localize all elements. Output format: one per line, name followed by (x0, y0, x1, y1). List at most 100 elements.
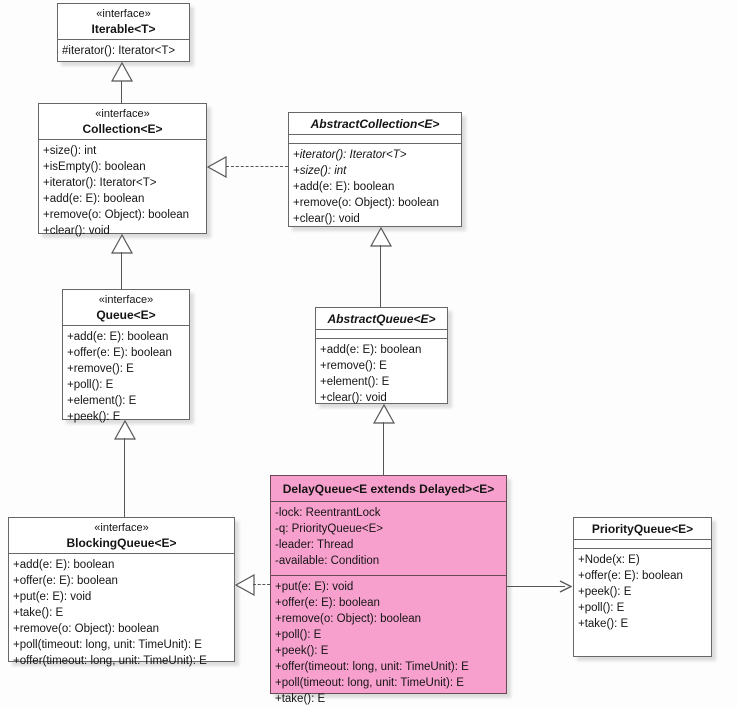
member-row: +take(): E (578, 618, 629, 630)
class-title: AbstractQueue<E> (316, 308, 447, 330)
member-row: -lock: ReentrantLock (275, 507, 381, 519)
class-name: AbstractCollection<E> (310, 117, 440, 131)
attribute-compartment-empty (574, 540, 711, 549)
attribute-compartment-empty (289, 135, 461, 144)
member-row: +offer(e: E): boolean (275, 597, 380, 609)
realization-line-abstractcollection-to-collection (226, 166, 288, 167)
generalization-arrowhead-icon (111, 62, 133, 82)
member-row: +poll(timeout: long, unit: TimeUnit): E (275, 677, 464, 689)
method-compartment: +size(): int +isEmpty(): boolean +iterator… (39, 140, 206, 241)
member-row: +size(): int (43, 145, 97, 157)
member-row: +remove(): E (67, 363, 134, 375)
method-compartment: +add(e: E): boolean +remove(): E +element(… (316, 339, 447, 408)
member-row: +clear(): void (293, 213, 360, 225)
member-row: +Node(x: E) (578, 554, 640, 566)
member-row: +peek(): E (275, 645, 329, 657)
member-row: +put(e: E): void (13, 591, 92, 603)
member-row: +remove(o: Object): boolean (275, 613, 422, 625)
member-row: +size(): int (293, 165, 347, 177)
member-row: +add(e: E): boolean (320, 344, 422, 356)
member-row: +peek(): E (578, 586, 632, 598)
member-row: +remove(o: Object): boolean (13, 623, 160, 635)
class-name: DelayQueue<E extends Delayed><E> (282, 482, 495, 496)
generalization-line-abstractqueue-to-abstractcollection (380, 245, 381, 307)
member-row: +put(e: E): void (275, 581, 354, 593)
realization-arrowhead-icon (207, 156, 227, 178)
class-name: Iterable<T> (91, 22, 156, 36)
realization-arrowhead-icon (235, 574, 255, 596)
member-row: -q: PriorityQueue<E> (275, 523, 384, 535)
member-row: +poll(): E (67, 379, 114, 391)
stereotype-label: «interface» (96, 8, 151, 20)
generalization-line-delayqueue-to-abstractqueue (383, 422, 384, 475)
method-compartment: +iterator(): Iterator<T> +size(): int +add… (289, 144, 461, 229)
member-row: +offer(e: E): boolean (13, 575, 118, 587)
member-row: +element(): E (320, 376, 390, 388)
stereotype-label: «interface» (94, 522, 149, 534)
class-box-abstract-collection[interactable]: AbstractCollection<E> +iterator(): Itera… (288, 112, 462, 227)
member-row: +remove(o: Object): boolean (43, 209, 190, 221)
member-row: +add(e: E): boolean (13, 559, 115, 571)
class-title: PriorityQueue<E> (574, 518, 711, 540)
class-name: Queue<E> (96, 308, 156, 322)
class-title: «interface» Iterable<T> (58, 4, 189, 40)
member-row: +offer(timeout: long, unit: TimeUnit): E (13, 655, 207, 667)
class-name: PriorityQueue<E> (591, 522, 694, 536)
stereotype-label: «interface» (98, 294, 154, 306)
attribute-compartment-empty (316, 330, 447, 339)
generalization-arrowhead-icon (370, 227, 392, 247)
class-title: «interface» BlockingQueue<E> (9, 518, 234, 554)
class-name: Collection<E> (82, 122, 163, 136)
realization-line-delayqueue-to-blockingqueue (253, 584, 270, 585)
stereotype-label: «interface» (95, 108, 150, 120)
generalization-arrowhead-icon (373, 404, 395, 424)
method-compartment: +Node(x: E)+offer(e: E): boolean+peek():… (574, 549, 711, 634)
member-row: +iterator(): Iterator<T> (43, 177, 157, 189)
generalization-line-blockingqueue-to-queue (124, 438, 125, 517)
member-row: +offer(timeout: long, unit: TimeUnit): E (275, 661, 469, 673)
class-box-collection[interactable]: «interface» Collection<E> +size(): int +i… (38, 103, 207, 237)
member-row: +clear(): void (320, 392, 387, 404)
generalization-line-collection-to-iterable (121, 81, 122, 104)
generalization-arrowhead-icon (114, 420, 136, 440)
member-row: +take(): E (275, 693, 326, 705)
generalization-arrowhead-icon (111, 234, 133, 254)
member-row: -available: Condition (275, 555, 380, 567)
member-row: +clear(): void (43, 225, 110, 237)
member-row: +poll(): E (578, 602, 625, 614)
member-row: +remove(): E (320, 360, 387, 372)
class-title: DelayQueue<E extends Delayed><E> (271, 476, 506, 502)
member-row: +add(e: E): boolean (67, 331, 169, 343)
member-row: +take(): E (13, 607, 64, 619)
member-row: -leader: Thread (275, 539, 354, 551)
open-arrowhead-icon (559, 580, 573, 593)
member-row: +poll(): E (275, 629, 322, 641)
class-box-queue[interactable]: «interface» Queue<E> +add(e: E): boolean… (62, 289, 190, 423)
member-row: +remove(o: Object): boolean (293, 197, 440, 209)
class-box-blocking-queue[interactable]: «interface» BlockingQueue<E> +add(e: E):… (8, 517, 235, 667)
class-name: AbstractQueue<E> (327, 312, 436, 326)
class-box-abstract-queue[interactable]: AbstractQueue<E> +add(e: E): boolean +rem… (315, 307, 448, 404)
method-compartment: +add(e: E): boolean +offer(e: E): boolean… (9, 554, 234, 671)
member-row: +peek(): E (67, 411, 121, 423)
member-row: #iterator(): Iterator<T> (62, 45, 176, 57)
class-box-priority-queue[interactable]: PriorityQueue<E> +Node(x: E)+offer(e: E)… (573, 517, 712, 657)
member-row: +iterator(): Iterator<T> (293, 149, 407, 161)
attribute-compartment: -lock: ReentrantLock -q: PriorityQueue<E>… (271, 502, 506, 576)
method-compartment: #iterator(): Iterator<T> (58, 40, 189, 61)
association-line-delayqueue-to-priorityqueue (507, 586, 565, 587)
member-row: +add(e: E): boolean (293, 181, 395, 193)
generalization-line-queue-to-collection (121, 252, 122, 289)
class-name: BlockingQueue<E> (66, 536, 177, 550)
member-row: +element(): E (67, 395, 137, 407)
class-box-iterable[interactable]: «interface» Iterable<T> #iterator(): Ite… (57, 3, 190, 62)
member-row: +add(e: E): boolean (43, 193, 145, 205)
class-box-delay-queue[interactable]: DelayQueue<E extends Delayed><E> -lock: … (270, 475, 507, 705)
class-title: AbstractCollection<E> (289, 113, 461, 135)
member-row: +offer(e: E): boolean (67, 347, 172, 359)
class-title: «interface» Queue<E> (63, 290, 189, 326)
member-row: +isEmpty(): boolean (43, 161, 146, 173)
member-row: +poll(timeout: long, unit: TimeUnit): E (13, 639, 202, 651)
class-title: «interface» Collection<E> (39, 104, 206, 140)
